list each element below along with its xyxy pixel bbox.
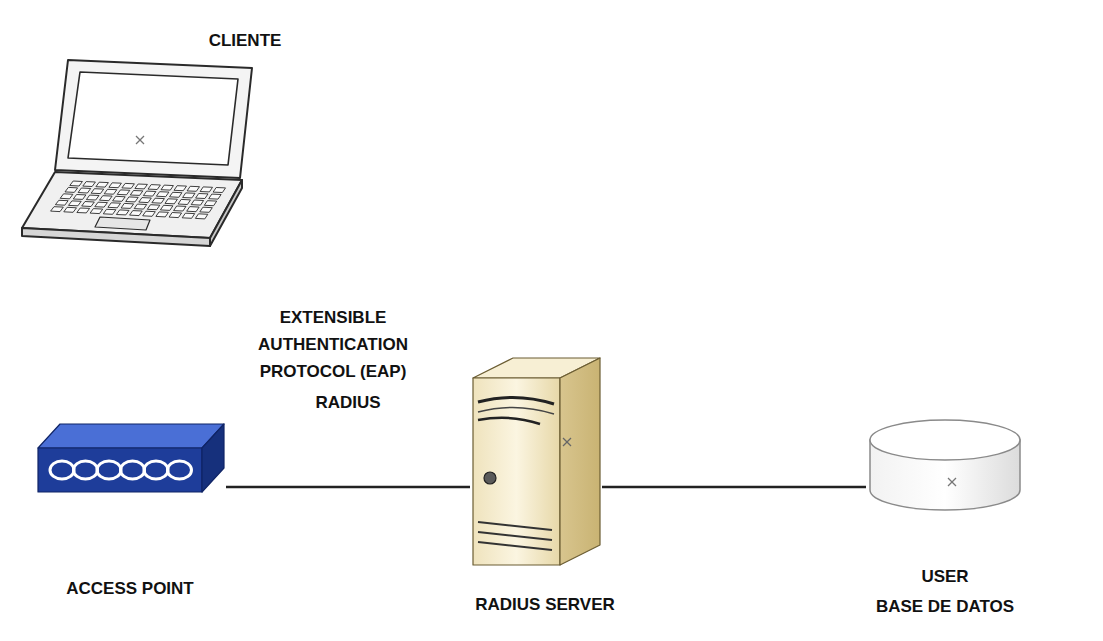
node-caption: ACCESS POINT [66, 578, 194, 600]
access-point-node: ACCESS POINT [36, 422, 226, 494]
edge-label: RADIUS [312, 392, 383, 414]
laptop-illustration [22, 60, 252, 246]
database-node: USER BASE DE DATOS [866, 418, 1024, 512]
wrap-spacer [994, 562, 1024, 592]
link-line [226, 486, 470, 489]
wrap-spacer [866, 562, 896, 592]
node-caption: CLIENTE [209, 30, 282, 52]
laptop-node: CLIENTE [20, 58, 254, 248]
link-line [602, 486, 866, 489]
node-caption: RADIUS SERVER [475, 594, 615, 616]
protocol-label: EXTENSIBLE AUTHENTICATION PROTOCOL (EAP) [243, 304, 423, 385]
database-illustration [870, 420, 1020, 510]
node-caption: USER BASE DE DATOS [866, 562, 1024, 622]
access-point-illustration [38, 424, 224, 492]
server-node: RADIUS SERVER [470, 356, 602, 567]
server-illustration [473, 358, 600, 565]
